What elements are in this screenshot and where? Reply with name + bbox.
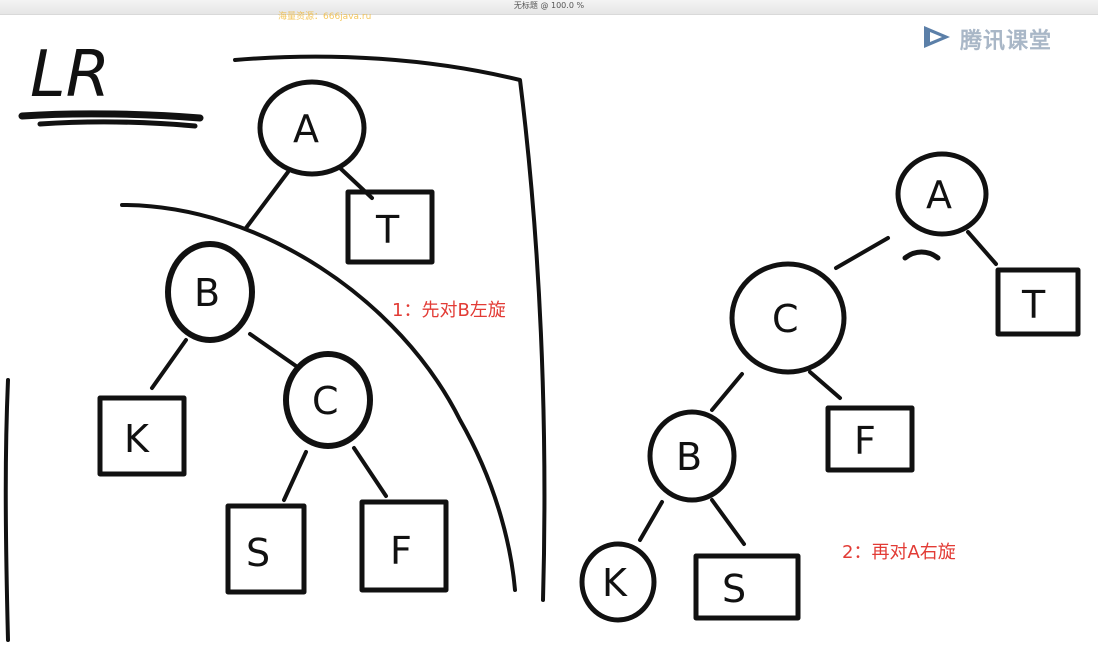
node-c-after: C	[729, 261, 847, 375]
node-t-label: T	[375, 208, 400, 252]
node-c-label: C	[312, 379, 339, 423]
node-t-after-label: T	[1021, 283, 1046, 327]
window-titlebar: 无标题 @ 100.0 %	[0, 0, 1098, 15]
window-title: 无标题 @ 100.0 %	[513, 1, 585, 10]
node-k-after-label: K	[602, 561, 628, 605]
node-b-label: B	[194, 271, 220, 315]
node-b-after-label: B	[676, 435, 702, 479]
heading-text: LR	[30, 38, 110, 112]
node-f-after: F	[825, 405, 915, 473]
node-k-after: K	[579, 541, 657, 623]
node-f: F	[359, 499, 449, 593]
node-a-after-label: A	[926, 173, 952, 217]
node-a: A	[257, 79, 367, 177]
node-s: S	[225, 503, 307, 595]
node-b-after: B	[647, 409, 737, 503]
node-a-after: A	[895, 151, 989, 237]
node-k-label: K	[124, 417, 150, 461]
node-k: K	[97, 395, 187, 477]
node-s-after: S	[693, 553, 801, 621]
left-edge-stroke	[3, 378, 10, 642]
separator-curve	[233, 54, 547, 602]
watermark-text: 海量资源：666java.ru	[278, 12, 372, 22]
node-s-label: S	[246, 531, 270, 575]
node-t: T	[345, 189, 435, 265]
play-icon	[920, 20, 954, 58]
node-a-label: A	[293, 107, 319, 151]
logo-text: 腾讯课堂	[960, 29, 1053, 54]
tree-before: A T B K C S F	[97, 79, 449, 595]
node-f-label: F	[390, 529, 412, 573]
node-b: B	[165, 241, 255, 343]
node-t-after: T	[995, 267, 1081, 337]
tencent-classroom-logo: 腾讯课堂	[920, 22, 1052, 56]
step-2-annotation: 2：再对A右旋	[842, 542, 956, 563]
tree-after: A T C F B K S	[579, 151, 1081, 623]
node-s-after-label: S	[722, 567, 746, 611]
node-f-after-label: F	[854, 419, 876, 463]
node-c-after-label: C	[772, 297, 799, 341]
step-1-annotation: 1：先对B左旋	[392, 300, 506, 321]
rotation-boundary-curve	[120, 203, 517, 592]
heading-lr: LR	[18, 38, 204, 129]
node-c: C	[283, 351, 373, 449]
